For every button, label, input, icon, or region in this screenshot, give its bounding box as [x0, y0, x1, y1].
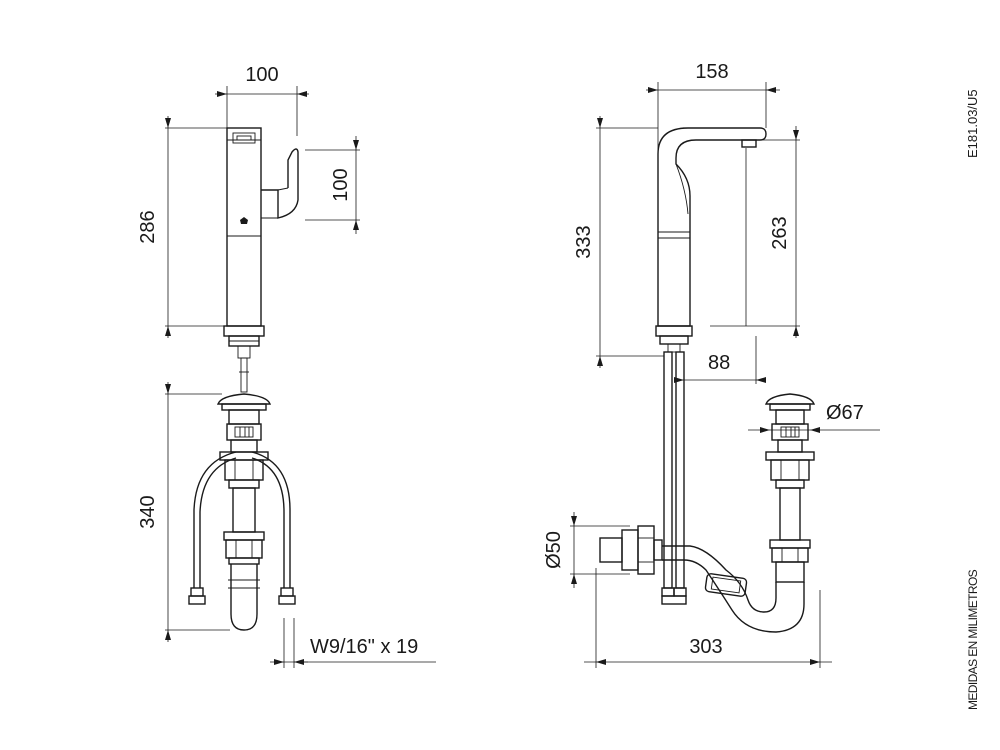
side-trap-inner: [662, 559, 805, 633]
front-aerator: [232, 132, 256, 144]
dim-front-width: 100: [245, 64, 278, 86]
front-view: [188, 127, 299, 631]
dim-offset: 88: [708, 352, 730, 374]
dim-side-height: 333: [573, 225, 595, 258]
units-note: MEDIDAS EN MILIMETROS: [966, 569, 980, 710]
side-spout-body: [657, 127, 767, 327]
side-trap-nut: [704, 573, 748, 597]
front-dimensions: 100 286 100 340 W9/16" x 19: [137, 64, 436, 668]
side-supply-pipe-2: [675, 351, 685, 589]
dim-total-depth: 303: [689, 636, 722, 658]
side-wall-connection: [599, 537, 623, 563]
dim-spout-height: 263: [769, 216, 791, 249]
dim-connector: W9/16" x 19: [310, 636, 418, 658]
side-dimensions: 158 333 263 88 Ø67 Ø50: [543, 61, 880, 668]
dim-side-spout: 158: [695, 61, 728, 83]
dim-drain-height: 340: [137, 495, 159, 528]
side-trap-outer: [662, 545, 777, 613]
dim-front-height: 286: [137, 210, 159, 243]
side-drain-cap: [764, 393, 816, 405]
dim-trap-diameter: Ø50: [543, 531, 565, 569]
side-supply-pipe-1: [663, 351, 673, 589]
front-base: [223, 325, 265, 337]
dim-lever-height: 100: [330, 168, 352, 201]
side-aerator: [741, 139, 757, 148]
front-drain-cap: [216, 393, 272, 405]
dim-drain-diameter: Ø67: [826, 402, 864, 424]
side-tail-pipe: [779, 487, 801, 541]
front-faucet-body: [226, 127, 262, 327]
front-trap: [230, 564, 258, 631]
front-screw-icon: [240, 217, 248, 224]
front-hose-right: [251, 451, 291, 588]
drawing-code: E181.03/U5: [965, 89, 980, 158]
side-view: [599, 127, 816, 633]
front-lever: [261, 148, 299, 219]
side-base: [655, 325, 693, 337]
front-hose-left: [193, 451, 237, 588]
